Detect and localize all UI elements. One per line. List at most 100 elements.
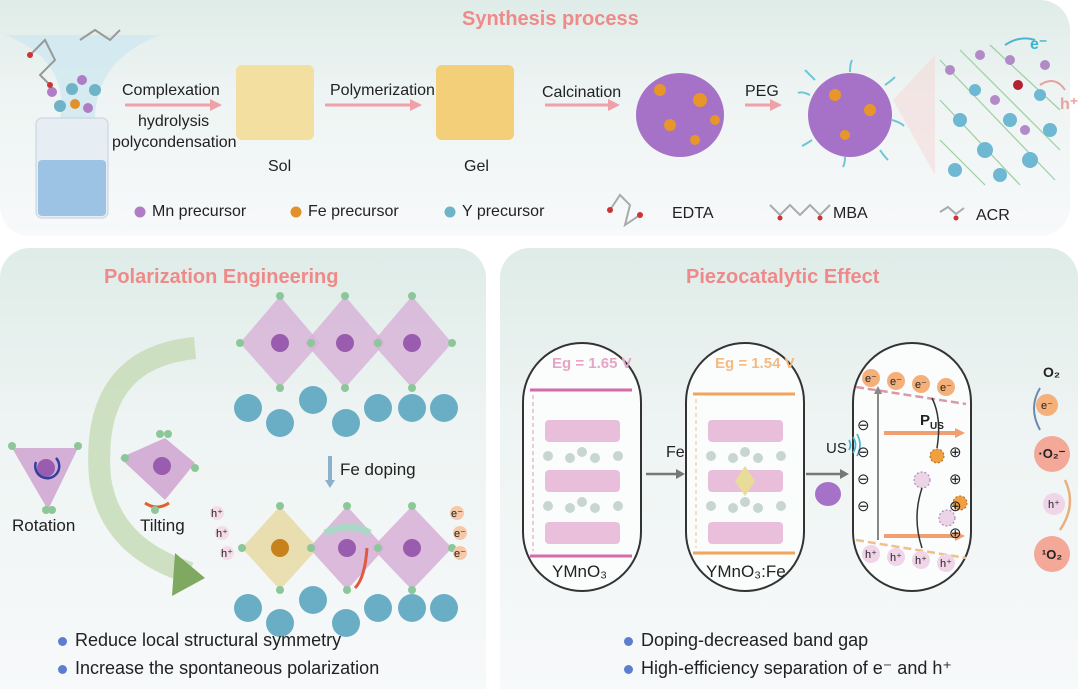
band-gap-ymno3: Eg = 1.65 V: [552, 355, 632, 372]
positive-charge-1: ⊕: [949, 444, 962, 461]
pus-symbol: P: [920, 412, 931, 429]
rotation-tetrahedron: [8, 442, 82, 514]
hole-band-4: h⁺: [937, 554, 955, 572]
singlet-oxygen: ¹O₂: [1034, 536, 1070, 572]
edta-label: EDTA: [672, 205, 714, 222]
bullet-dot: [624, 664, 633, 674]
polymerization-label: Polymerization: [330, 82, 435, 99]
crystal-lattice: [939, 37, 1066, 186]
bullet-text: Increase the spontaneous polarization: [75, 658, 380, 678]
side-electron: e⁻: [1036, 394, 1058, 416]
precursor-balls: [47, 75, 101, 113]
fe-doping-label: Fe doping: [340, 460, 416, 479]
hole-label: h⁺: [1060, 96, 1078, 113]
polarization-graphics: [8, 292, 458, 637]
bullet-dot: [58, 636, 67, 646]
hole-1: h⁺: [210, 506, 224, 520]
band-gap-ymno3-fe: Eg = 1.54 V: [715, 355, 795, 372]
fe-legend-icon: [290, 206, 302, 218]
acr-icon: [939, 205, 965, 221]
piezo-title: Piezocatalytic Effect: [686, 266, 880, 288]
electron-2: e⁻: [453, 526, 467, 540]
us-label: US: [826, 440, 847, 457]
o2-label: O₂: [1043, 364, 1061, 380]
carrier-hole-1: [913, 471, 931, 489]
polarization-panel: Polarization Engineering: [0, 248, 486, 689]
hole-3: h⁺: [220, 546, 234, 560]
zoom-wedge: [893, 55, 935, 175]
piezo-graphics: [530, 385, 1072, 560]
octahedra-row-top: [236, 292, 456, 392]
fe-label: Fe: [666, 444, 685, 461]
molecule-cluster: [27, 28, 121, 88]
carrier-electron-2: [952, 495, 968, 511]
synthesis-graphics: [5, 28, 1066, 228]
positive-charge-2: ⊕: [949, 471, 962, 488]
tilting-label: Tilting: [140, 516, 185, 535]
y-legend-icon: [444, 206, 456, 218]
pus-label: PUS: [920, 412, 944, 432]
piezo-panel: Piezocatalytic Effect: [500, 248, 1078, 689]
electron-3: e⁻: [453, 546, 467, 560]
particle-icon: [815, 482, 841, 506]
mba-label: MBA: [833, 205, 868, 222]
electron-label: e⁻: [1030, 36, 1048, 53]
sol-label: Sol: [268, 158, 292, 175]
beaker-icon: [35, 117, 109, 219]
ymno3-label: YMnO₃: [552, 562, 608, 581]
negative-charge-4: ⊖: [857, 498, 870, 515]
process-arrows: [125, 99, 782, 111]
piezo-bullet-1: Doping-decreased band gap: [624, 630, 868, 651]
polarization-title: Polarization Engineering: [104, 266, 339, 288]
nanoparticle: [636, 73, 724, 157]
bullet-text: Reduce local structural symmetry: [75, 630, 342, 650]
fe-precursor-label: Fe precursor: [308, 203, 399, 220]
synthesis-panel: Synthesis process: [0, 0, 1078, 236]
polarization-bullet-2: Increase the spontaneous polarization: [58, 658, 379, 679]
cb-tilted: [855, 385, 967, 406]
polycondensation-label: polycondensation: [112, 134, 237, 151]
rotation-label: Rotation: [12, 516, 76, 535]
negative-charge-1: ⊖: [857, 417, 870, 434]
capsule-ymno3: [522, 342, 642, 592]
y-atoms-top: [234, 386, 458, 437]
side-hole: h⁺: [1043, 493, 1065, 515]
tilting-octahedron: [120, 430, 199, 514]
vb-tilted: [855, 538, 967, 560]
mn-legend-icon: [134, 206, 146, 218]
peg-nanoparticle: [797, 59, 905, 168]
gel-label: Gel: [464, 158, 489, 175]
y-precursor-label: Y precursor: [462, 203, 545, 220]
peg-label: PEG: [745, 83, 779, 100]
carrier-electron-1: [929, 448, 945, 464]
hole-band-3: h⁺: [912, 551, 930, 569]
pus-subscript: US: [930, 421, 944, 432]
octahedra-row-bottom: [238, 502, 456, 594]
mn-precursor-label: Mn precursor: [152, 203, 247, 220]
negative-charge-3: ⊖: [857, 471, 870, 488]
hole-2: h⁺: [215, 526, 229, 540]
ymno3-fe-label: YMnO₃:Fe: [706, 562, 786, 581]
oxidation-arrow: [1058, 479, 1072, 531]
hydrolysis-label: hydrolysis: [138, 113, 210, 130]
positive-charge-3: ⊕: [949, 498, 962, 515]
sol-block: [236, 65, 314, 140]
crystal-ymno3: [543, 420, 623, 544]
ultrasound-waves-icon: [848, 433, 861, 457]
gel-block: [436, 65, 514, 140]
bullet-dot: [624, 636, 633, 646]
edta-icon: [607, 193, 643, 228]
o2-reduction-arrow: [1033, 387, 1041, 431]
complexation-label: Complexation: [122, 82, 220, 99]
hole-band-1: h⁺: [862, 545, 880, 563]
positive-charge-4: ⊕: [949, 525, 962, 542]
electron-1: e⁻: [450, 506, 464, 520]
superoxide-radical: ·O₂⁻: [1034, 436, 1070, 472]
acr-label: ACR: [976, 207, 1010, 224]
bullet-dot: [58, 664, 67, 674]
bullet-text: Doping-decreased band gap: [641, 630, 869, 650]
piezo-bullet-2: High-efficiency separation of e⁻ and h⁺: [624, 658, 952, 679]
calcination-label: Calcination: [542, 84, 622, 101]
hole-band-2: h⁺: [887, 548, 905, 566]
crystal-ymno3-fe: [706, 420, 786, 544]
